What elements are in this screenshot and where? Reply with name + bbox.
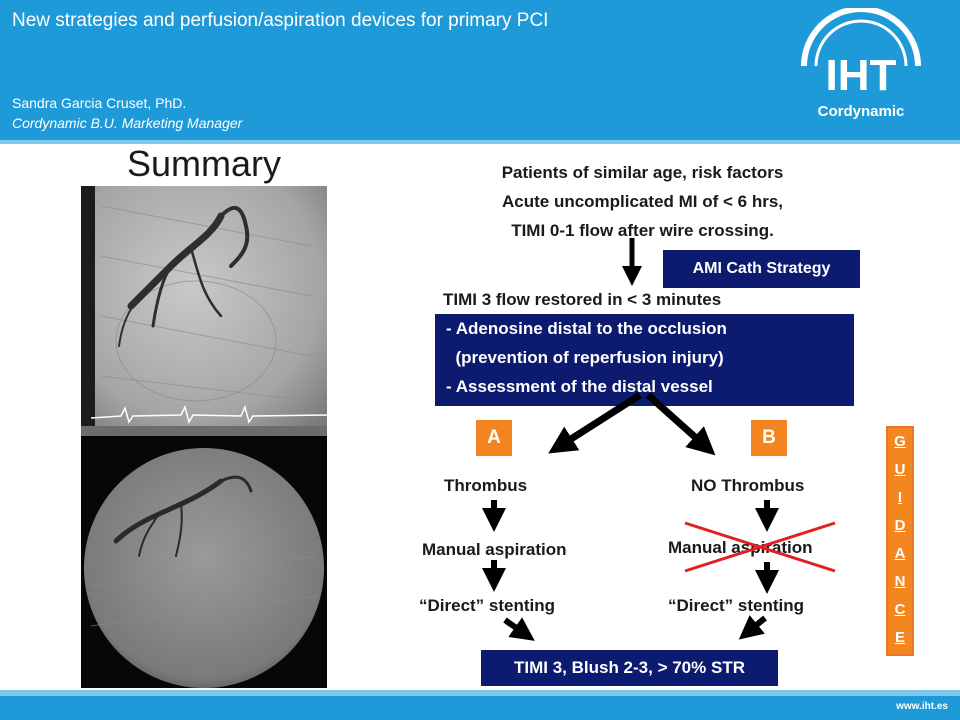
arrow-split-a	[548, 392, 642, 454]
guidance-letter: D	[894, 517, 906, 534]
branch-a-condition: Thrombus	[444, 476, 528, 495]
result-box: TIMI 3, Blush 2-3, > 70% STR	[481, 650, 778, 686]
slide-footer: www.iht.es	[0, 696, 960, 720]
criteria-line: Acute uncomplicated MI of < 6 hrs,	[501, 192, 784, 211]
logo-text: IHT	[826, 51, 897, 100]
adenosine-box: - Adenosine distal to the occlusion (pre…	[435, 314, 854, 406]
footer-stripe	[0, 690, 960, 696]
header-stripe	[0, 140, 960, 144]
presentation-title: New strategies and perfusion/aspiration …	[12, 10, 549, 31]
branch-a-step1: Manual aspiration	[422, 540, 567, 559]
arrow-a-result	[503, 617, 535, 641]
guidance-letter: C	[894, 601, 906, 618]
guidance-letter: U	[894, 461, 906, 478]
slide-header: New strategies and perfusion/aspiration …	[0, 0, 960, 140]
patient-criteria: Patients of similar age, risk factors Ac…	[440, 158, 845, 245]
flow-restored-text: TIMI 3 flow restored in < 3 minutes	[443, 290, 722, 309]
guidance-label: G U I D A N C E	[886, 426, 914, 656]
arrow-b-result	[738, 615, 767, 640]
guidance-letter: N	[894, 573, 906, 590]
iht-logo-icon: IHT	[801, 6, 921, 100]
branch-b-step2: “Direct” stenting	[668, 596, 805, 615]
branch-b-condition: NO Thrombus	[691, 476, 805, 495]
iht-logo: IHT Cordynamic	[796, 6, 926, 133]
criteria-line: Patients of similar age, risk factors	[501, 163, 784, 182]
branch-a-badge: A	[476, 420, 512, 456]
angiogram-image-top	[81, 186, 327, 436]
guidance-letter: A	[894, 545, 906, 562]
author-role: Cordynamic B.U. Marketing Manager	[12, 115, 243, 131]
branch-b-badge: B	[751, 420, 787, 456]
adenosine-line: (prevention of reperfusion injury)	[446, 348, 724, 367]
guidance-letter: E	[894, 629, 905, 646]
cross-line-2	[684, 521, 836, 573]
author-name: Sandra Garcia Cruset, PhD.	[12, 95, 187, 111]
footer-url: www.iht.es	[896, 701, 948, 712]
branch-a-step2: “Direct” stenting	[419, 596, 556, 615]
criteria-line: TIMI 0-1 flow after wire crossing.	[511, 221, 774, 240]
guidance-letter: G	[894, 433, 906, 450]
arrow-split-b	[645, 392, 716, 456]
slide-title: Summary	[127, 143, 282, 184]
cath-strategy-label: AMI Cath Strategy	[663, 250, 860, 288]
guidance-letter: I	[897, 489, 903, 506]
author-block: Sandra Garcia Cruset, PhD. Cordynamic B.…	[12, 93, 242, 133]
adenosine-line: - Adenosine distal to the occlusion	[446, 319, 727, 338]
adenosine-line: - Assessment of the distal vessel	[446, 377, 713, 396]
logo-subtext: Cordynamic	[817, 103, 905, 120]
angiogram-image-bottom	[81, 436, 327, 688]
